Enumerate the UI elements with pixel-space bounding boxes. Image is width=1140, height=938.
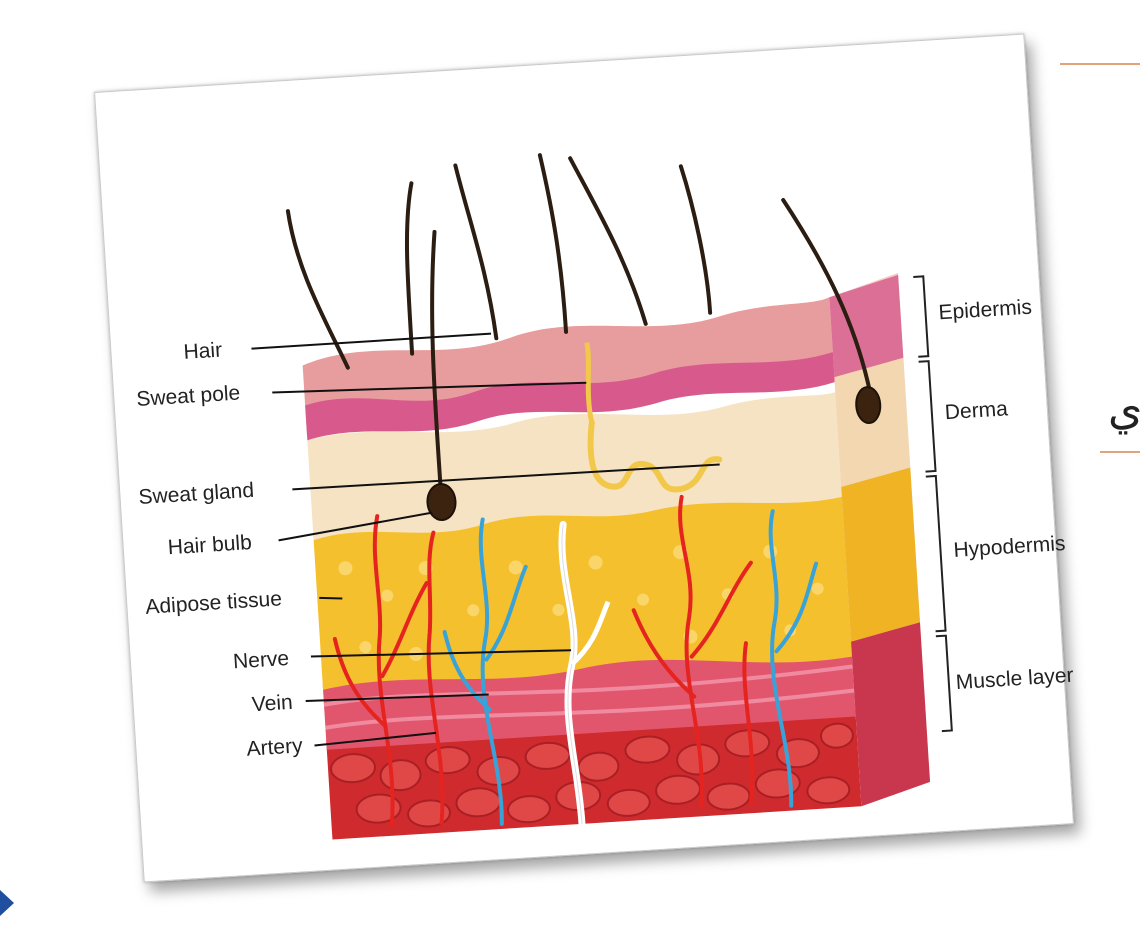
background-arabic-text: ي	[1108, 384, 1140, 435]
label-epidermis: Epidermis	[938, 297, 1033, 324]
label-derma: Derma	[944, 398, 1008, 423]
label-vein: Vein	[251, 692, 293, 716]
logo-diamond-icon	[0, 890, 14, 916]
skin-cross-section-illustration	[95, 35, 1073, 882]
label-hair: Hair	[183, 340, 223, 363]
label-artery: Artery	[246, 735, 303, 759]
side-muscle	[850, 622, 931, 806]
skin-diagram-card: Hair Sweat pole Sweat gland Hair bulb Ad…	[94, 34, 1074, 883]
label-nerve: Nerve	[232, 648, 289, 672]
side-hypodermis	[840, 468, 921, 642]
label-hair-bulb: Hair bulb	[167, 532, 252, 558]
